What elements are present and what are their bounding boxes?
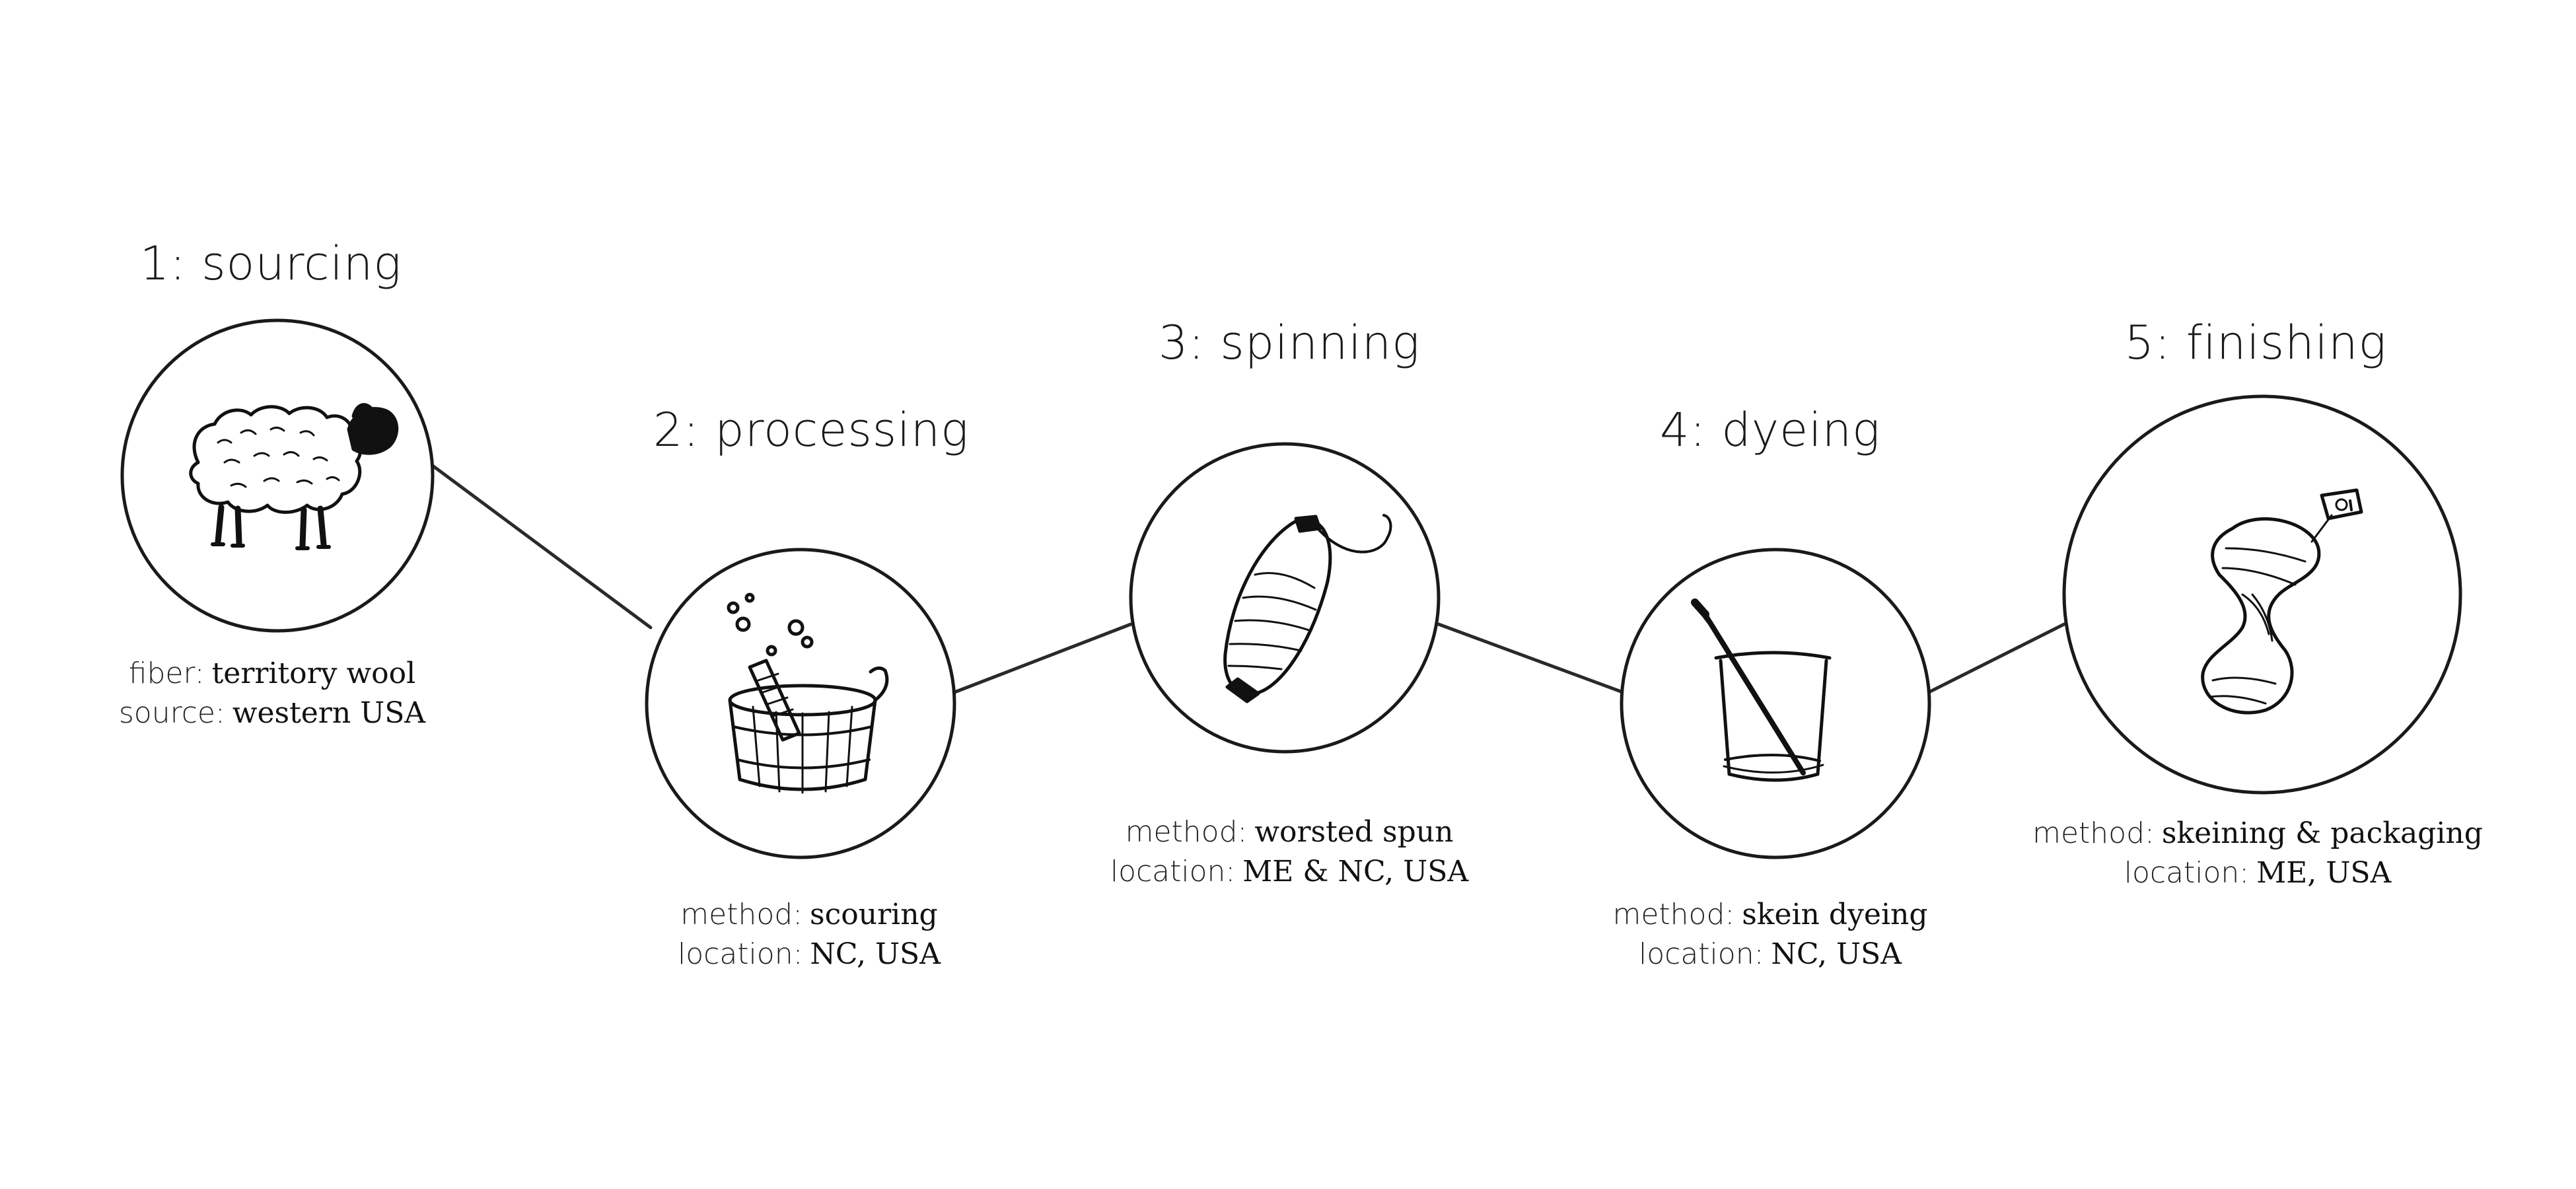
yarn-bobbin-icon: [1223, 514, 1392, 703]
step-5-circle: [2062, 394, 2462, 795]
detail-label: location:: [2124, 856, 2250, 890]
step-4-detail-location: location: NC, USA: [1473, 935, 2067, 974]
step-3-detail-location: location: ME & NC, USA: [992, 852, 1587, 892]
detail-value: ME & NC, USA: [1242, 855, 1469, 888]
beaker-pipette-icon: [1691, 598, 1832, 782]
detail-label: location:: [1110, 855, 1236, 888]
step-2-details: method: scouring location: NC, USA: [512, 895, 1106, 974]
step-2-circle: [645, 548, 956, 859]
step-4-details: method: skein dyeing location: NC, USA: [1473, 895, 2067, 974]
step-5-details: method: skeining & packaging location: M…: [1960, 814, 2555, 893]
step-4-title: 4: dyeing: [1659, 403, 1881, 457]
washtub-washboard-icon: [727, 593, 889, 794]
detail-value: scouring: [810, 898, 938, 931]
step-1-circle: [120, 318, 435, 633]
detail-value: ME, USA: [2256, 856, 2392, 890]
step-2-detail-method: method: scouring: [512, 895, 1106, 935]
detail-label: fiber:: [128, 657, 205, 690]
detail-label: location:: [678, 937, 803, 971]
detail-label: location:: [1639, 937, 1764, 971]
step-5-title: 5: finishing: [2124, 316, 2387, 370]
detail-value: skeining & packaging: [2161, 816, 2483, 850]
detail-value: NC, USA: [1771, 937, 1902, 971]
detail-value: skein dyeing: [1742, 898, 1928, 931]
step-2-detail-location: location: NC, USA: [512, 935, 1106, 974]
connector-1-2: [431, 464, 653, 630]
detail-label: method:: [680, 898, 803, 931]
step-4-detail-method: method: skein dyeing: [1473, 895, 2067, 935]
step-3-title: 3: spinning: [1158, 316, 1421, 370]
step-1-detail-fiber: fiber: territory wool: [0, 654, 569, 694]
yarn-skein-tag-icon: [2201, 488, 2363, 715]
step-3-circle: [1129, 442, 1441, 754]
detail-value: territory wool: [211, 657, 416, 690]
step-5-detail-method: method: skeining & packaging: [1960, 814, 2555, 853]
detail-value: NC, USA: [810, 937, 941, 971]
sheep-icon: [189, 403, 399, 550]
step-4-circle: [1620, 548, 1931, 859]
connector-3-4: [1437, 622, 1625, 694]
step-5-detail-location: location: ME, USA: [1960, 853, 2555, 893]
detail-label: method:: [1612, 898, 1735, 931]
step-2-title: 2: processing: [653, 403, 970, 457]
step-3-details: method: worsted spun location: ME & NC, …: [992, 812, 1587, 892]
detail-value: worsted spun: [1254, 815, 1454, 849]
detail-label: method:: [1125, 815, 1248, 849]
step-3-detail-method: method: worsted spun: [992, 812, 1587, 852]
detail-label: source:: [118, 696, 225, 730]
detail-label: method:: [2032, 816, 2155, 850]
connector-4-5: [1927, 622, 2066, 694]
step-1-title: 1: sourcing: [139, 236, 402, 291]
connector-2-3: [952, 622, 1133, 694]
step-1-details: fiber: territory wool source: western US…: [0, 654, 569, 733]
step-1-detail-source: source: western USA: [0, 694, 569, 733]
detail-value: western USA: [232, 696, 426, 730]
